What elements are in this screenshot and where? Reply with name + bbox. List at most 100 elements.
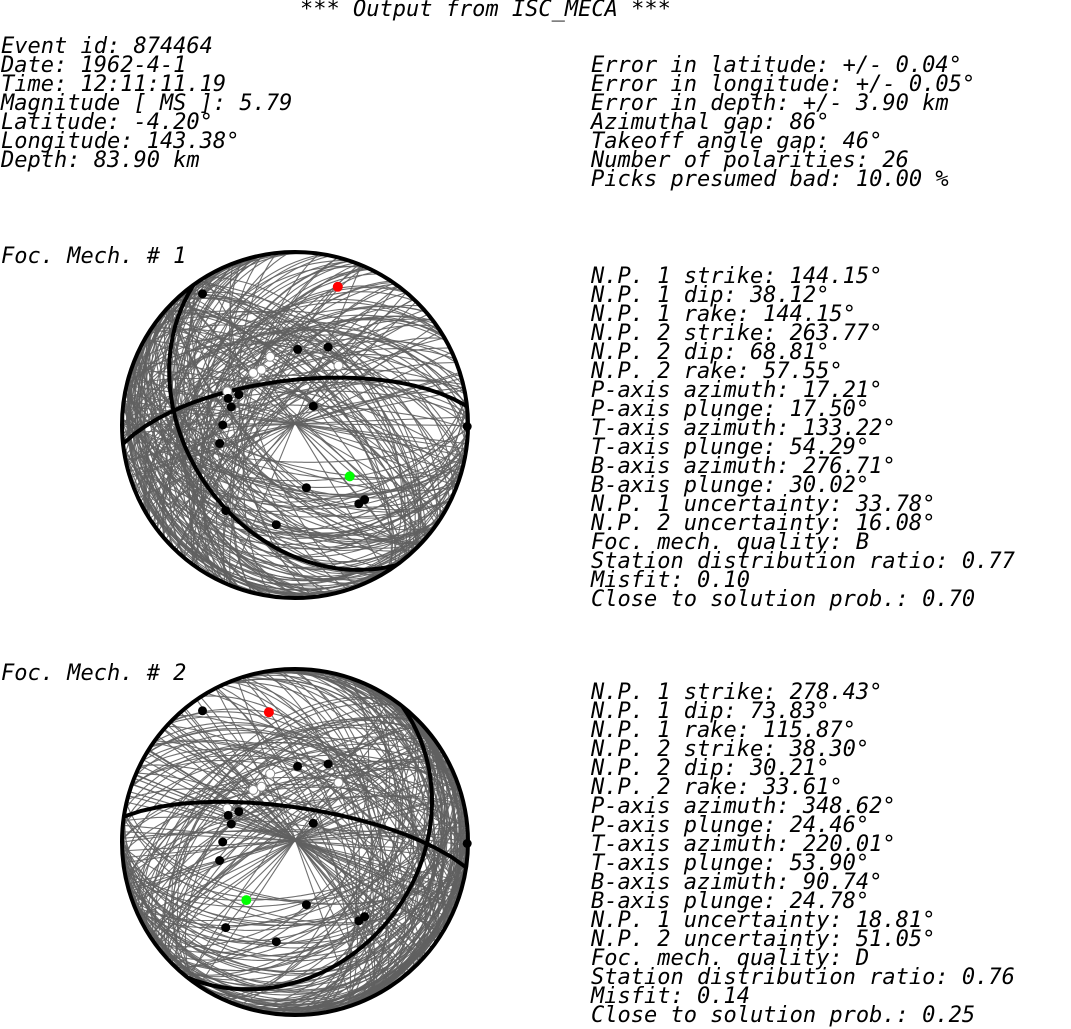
compression-polarity — [354, 499, 364, 509]
uncertainty-plane — [134, 348, 455, 492]
mechanism-2-params: N.P. 1 strike: 278.43° N.P. 1 dip: 73.83… — [590, 680, 1015, 1028]
uncertainty-plane — [250, 671, 453, 1010]
polarity-count: Number of polarities: 26 — [590, 148, 909, 173]
uncertainty-plane — [174, 717, 446, 994]
m1-np2-dip: N.P. 2 dip: 68.81° — [590, 340, 829, 365]
uncertainty-plane — [200, 696, 390, 988]
dilatation-polarity — [256, 781, 267, 792]
m1-p-azimuth: P-axis azimuth: 17.21° — [591, 378, 882, 403]
mechanism-1: Foc. Mech. # 1 N.P. 1 strike: 144.15° N.… — [1, 244, 1016, 612]
uncertainty-plane — [293, 669, 415, 1015]
m1-np1-dip: N.P. 1 dip: 38.12° — [590, 283, 829, 308]
uncertainty-plane — [134, 777, 457, 942]
compression-polarity — [234, 807, 244, 817]
compression-polarity — [215, 856, 225, 865]
compression-polarity — [308, 818, 318, 828]
uncertainty-plane — [147, 328, 443, 517]
m1-np1-uncert: N.P. 1 uncertainty: 33.78° — [590, 492, 935, 517]
uncertainty-plane — [139, 348, 451, 513]
m1-np1-rake: N.P. 1 rake: 144.15° — [590, 302, 856, 327]
m2-misfit: Misfit: 0.14 — [590, 984, 750, 1009]
dilatation-polarity — [248, 367, 259, 378]
uncertainty-plane — [136, 340, 454, 496]
m1-station-ratio: Station distribution ratio: 0.77 — [591, 549, 1016, 574]
error-latitude: Error in latitude: +/- 0.04° — [591, 53, 962, 78]
t-axis-marker — [241, 895, 252, 906]
azimuthal-gap: Azimuthal gap: 86° — [589, 110, 829, 135]
uncertainty-plane — [241, 676, 420, 1008]
m1-p-plunge: P-axis plunge: 17.50° — [591, 397, 869, 422]
mechanism-2: Foc. Mech. # 2 N.P. 1 strike: 278.43° N.… — [1, 661, 1015, 1028]
nodal-plane-1 — [123, 799, 468, 870]
uncertainty-plane — [149, 330, 441, 520]
event-magnitude: Magnitude [ MS ]: 5.79 — [0, 91, 292, 116]
uncertainty-plane — [289, 669, 381, 1015]
uncertainty-plane — [122, 832, 468, 852]
uncertainty-plane — [222, 266, 366, 584]
compression-polarity — [215, 439, 225, 448]
m1-t-plunge: T-axis plunge: 54.29° — [591, 435, 869, 460]
event-info-left: Event id: 874464 Date: 1962-4-1 Time: 12… — [0, 34, 292, 173]
uncertainty-plane — [144, 298, 442, 517]
uncertainty-plane — [123, 818, 467, 905]
m1-np2-uncert: N.P. 2 uncertainty: 16.08° — [590, 511, 935, 536]
m2-p-plunge: P-axis plunge: 24.46° — [591, 813, 869, 838]
uncertainty-plane — [152, 743, 438, 954]
uncertainty-plane — [194, 255, 331, 595]
uncertainty-plane — [133, 747, 457, 906]
compression-polarity — [308, 401, 318, 411]
event-time: Time: 12:11:11.19 — [1, 72, 226, 97]
compression-polarity — [323, 759, 333, 769]
m2-np2-uncert: N.P. 2 uncertainty: 51.05° — [590, 927, 935, 952]
m1-b-azimuth: B-axis azimuth: 276.71° — [591, 454, 896, 479]
uncertainty-plane — [221, 684, 404, 1000]
uncertainty-plane — [132, 363, 458, 492]
dilatation-polarity — [248, 784, 259, 795]
uncertainty-plane — [123, 818, 468, 945]
compression-polarity — [301, 483, 311, 493]
uncertainty-plane — [122, 824, 468, 976]
uncertainty-plane — [174, 297, 420, 550]
dilatation-polarity — [265, 351, 276, 362]
m1-np2-rake: N.P. 2 rake: 57.55° — [590, 359, 843, 384]
uncertainty-plane — [263, 671, 358, 1013]
dilatation-polarity — [333, 360, 344, 371]
compression-polarity — [354, 916, 364, 926]
uncertainty-plane — [163, 309, 427, 539]
takeoff-gap: Takeoff angle gap: 46° — [591, 129, 882, 154]
dilatation-polarity — [256, 364, 267, 375]
uncertainty-plane — [122, 339, 468, 428]
uncertainty-plane — [293, 669, 372, 1015]
uncertainty-plane — [127, 797, 463, 931]
uncertainty-plane — [122, 405, 468, 510]
uncertainty-plane — [264, 671, 419, 1013]
uncertainty-plane — [122, 352, 467, 447]
uncertainty-plane — [158, 735, 449, 988]
uncertainty-plane — [166, 308, 424, 542]
uncertainty-plane — [128, 794, 462, 890]
mechanism-1-label: Foc. Mech. # 1 — [1, 244, 186, 269]
compression-polarity — [234, 390, 244, 400]
uncertainty-plane — [122, 736, 467, 865]
compression-polarity — [221, 506, 231, 516]
m2-p-azimuth: P-axis azimuth: 348.62° — [591, 794, 896, 819]
compression-polarity — [218, 420, 228, 430]
compression-polarity — [223, 393, 233, 403]
uncertainty-plane — [179, 294, 416, 554]
uncertainty-plane — [222, 678, 443, 1000]
m2-np1-uncert: N.P. 1 uncertainty: 18.81° — [590, 908, 935, 933]
event-latitude: Latitude: -4.20° — [1, 110, 213, 135]
uncertainty-plane — [161, 313, 429, 537]
uncertainty-plane — [125, 379, 465, 463]
uncertainty-plane — [181, 265, 364, 585]
mechanism-2-label: Foc. Mech. # 2 — [1, 661, 186, 686]
beachball-2 — [120, 667, 472, 1017]
uncertainty-plane — [122, 329, 468, 444]
uncertainty-plane — [160, 315, 430, 535]
uncertainty-plane — [122, 823, 468, 975]
uncertainty-plane — [163, 716, 422, 960]
event-depth: Depth: 83.90 km — [0, 148, 200, 173]
event-date: Date: 1962-4-1 — [0, 53, 186, 78]
uncertainty-plane — [172, 702, 404, 978]
